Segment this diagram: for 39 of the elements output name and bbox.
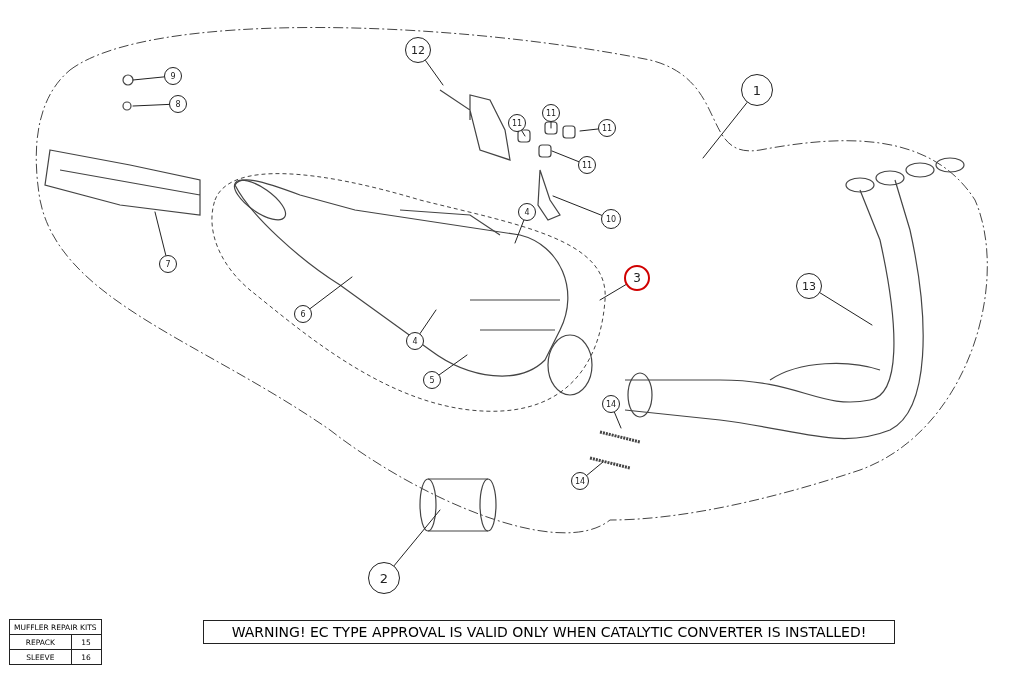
leader-line <box>309 276 353 310</box>
callout-number: 11 <box>598 119 616 137</box>
leader-line <box>419 309 437 335</box>
leader-line <box>154 211 167 256</box>
callout-number: 7 <box>159 255 177 273</box>
callout-number: 1 <box>741 74 773 106</box>
leader-line <box>552 195 603 216</box>
leader-line <box>514 219 525 244</box>
callout-number: 11 <box>542 104 560 122</box>
callout-number: 2 <box>368 562 400 594</box>
leader-line <box>819 292 873 326</box>
leader-line <box>579 128 599 132</box>
leader-line <box>438 354 468 376</box>
leader-line <box>425 60 444 86</box>
callout-number: 11 <box>578 156 596 174</box>
callout-number: 10 <box>601 209 621 229</box>
leader-line <box>393 509 441 567</box>
callout-number: 5 <box>423 371 441 389</box>
leader-line <box>132 103 170 107</box>
leader-line <box>132 76 165 81</box>
leader-line <box>702 102 748 159</box>
callout-number: 4 <box>406 332 424 350</box>
callout-number: 12 <box>405 37 431 63</box>
warning-note: WARNING! EC TYPE APPROVAL IS VALID ONLY WHEN CATALYTIC CONVERTER IS INSTALLED! <box>203 620 895 644</box>
callout-number: 14 <box>602 395 620 413</box>
leader-line <box>551 150 580 163</box>
leader-line <box>586 461 604 476</box>
callout-number: 11 <box>508 114 526 132</box>
callout-number: 3 <box>624 265 650 291</box>
callout-number: 9 <box>164 67 182 85</box>
callout-number: 4 <box>518 203 536 221</box>
callout-number: 8 <box>169 95 187 113</box>
callout-number: 6 <box>294 305 312 323</box>
leader-line <box>613 411 622 429</box>
leader-line <box>521 130 526 137</box>
callout-number: 14 <box>571 472 589 490</box>
leader-line <box>550 121 552 129</box>
leader-line <box>599 284 627 301</box>
callout-number: 13 <box>796 273 822 299</box>
